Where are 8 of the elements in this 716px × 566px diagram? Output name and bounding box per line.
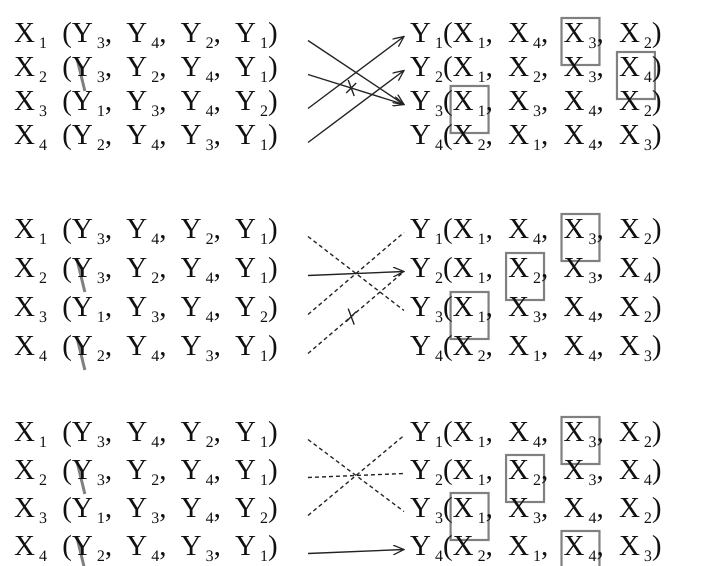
arrow	[308, 266, 405, 278]
preference-list: Y$_{4}$(X$_{2}$, X$_{1}$, X$_{4}$, X$_{3}$)	[410, 118, 662, 163]
arrow	[308, 544, 405, 556]
arrow	[308, 70, 405, 144]
connector-line	[308, 472, 404, 478]
connector-line	[308, 270, 404, 354]
arrow	[308, 74, 405, 107]
preference-list: X$_{4}$ (Y$_{2}$, Y$_{4}$, Y$_{3}$, Y$_{1}$)	[14, 118, 278, 163]
